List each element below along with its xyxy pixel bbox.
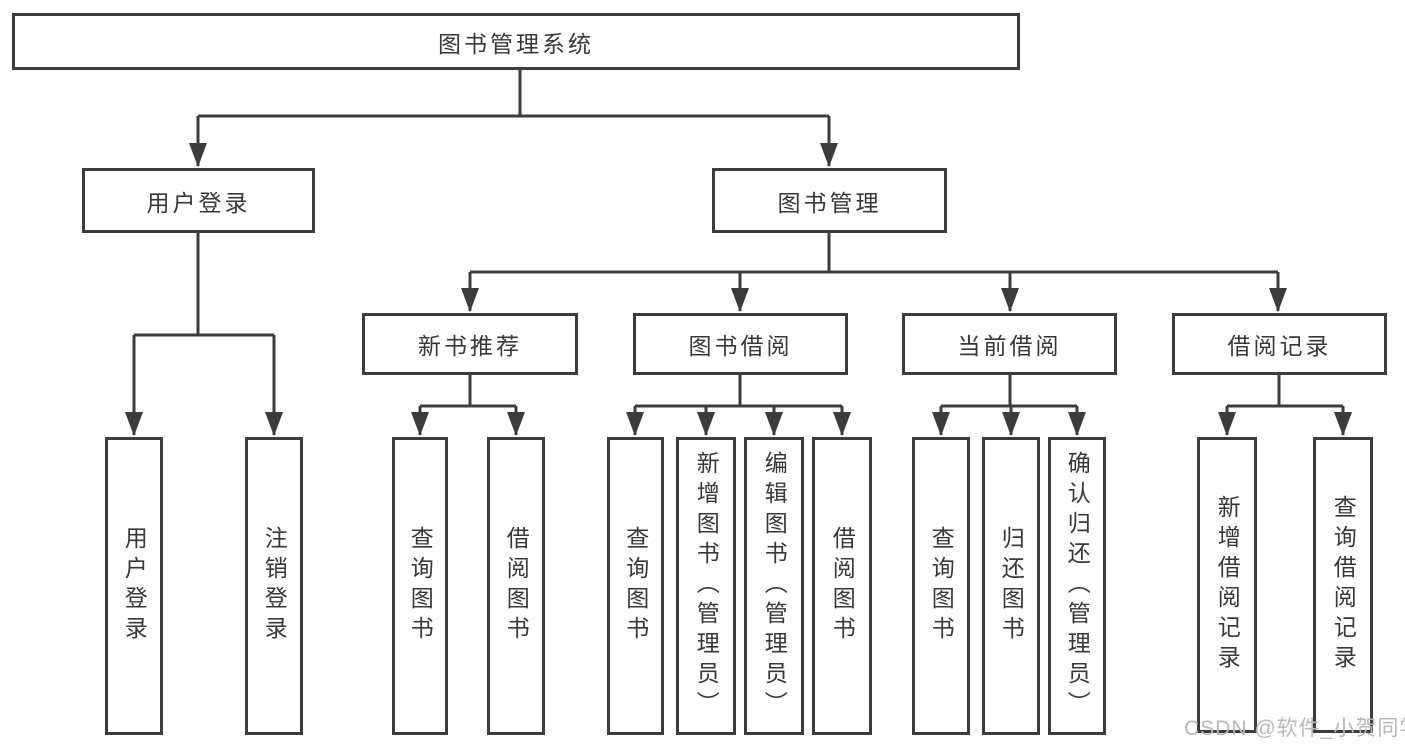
- node-current-borrow-label: 当前借阅: [957, 333, 1062, 359]
- leaf-confirm-return-admin-label: 确认归还（管理员）: [1064, 451, 1091, 721]
- leaf-query-books-current-label: 查询图书: [928, 526, 955, 646]
- node-book-borrow-label: 图书借阅: [688, 333, 793, 359]
- node-book-management-label: 图书管理: [777, 189, 882, 216]
- leaf-borrow-books-recommend: 借阅图书: [487, 437, 545, 735]
- node-book-management: 图书管理: [712, 168, 947, 233]
- node-root-label: 图书管理系统: [438, 30, 594, 57]
- leaf-query-books-recommend-label: 查询图书: [407, 526, 434, 646]
- leaf-borrow-books: 借阅图书: [812, 437, 872, 735]
- leaf-query-borrow-record-label: 查询借阅记录: [1330, 495, 1357, 675]
- leaf-logout: 注销登录: [245, 437, 303, 735]
- node-book-borrow: 图书借阅: [633, 313, 848, 375]
- node-new-book-recommend: 新书推荐: [362, 313, 578, 375]
- node-user-login-label: 用户登录: [146, 189, 251, 216]
- node-user-login: 用户登录: [82, 168, 315, 233]
- node-current-borrow: 当前借阅: [902, 313, 1117, 375]
- leaf-logout-label: 注销登录: [261, 526, 288, 646]
- leaf-return-books-label: 归还图书: [998, 526, 1025, 646]
- leaf-confirm-return-admin: 确认归还（管理员）: [1048, 437, 1106, 735]
- leaf-user-login: 用户登录: [105, 437, 163, 735]
- leaf-query-books-borrow-label: 查询图书: [622, 526, 649, 646]
- node-borrow-records-label: 借阅记录: [1227, 333, 1332, 359]
- csdn-watermark: CSDN @软件_小贺同学: [1184, 717, 1405, 740]
- leaf-query-books-recommend: 查询图书: [392, 437, 448, 735]
- leaf-user-login-label: 用户登录: [121, 526, 148, 646]
- node-borrow-records: 借阅记录: [1172, 313, 1387, 375]
- leaf-query-books-current: 查询图书: [912, 437, 970, 735]
- leaf-edit-book-admin: 编辑图书（管理员）: [744, 437, 804, 735]
- node-root-system: 图书管理系统: [12, 13, 1020, 70]
- leaf-add-borrow-record-label: 新增借阅记录: [1214, 495, 1241, 675]
- leaf-borrow-books-recommend-label: 借阅图书: [503, 526, 530, 646]
- leaf-add-borrow-record: 新增借阅记录: [1197, 437, 1257, 733]
- leaf-add-book-admin-label: 新增图书（管理员）: [693, 451, 720, 721]
- leaf-borrow-books-label: 借阅图书: [829, 526, 856, 646]
- leaf-edit-book-admin-label: 编辑图书（管理员）: [761, 451, 788, 721]
- leaf-query-books-borrow: 查询图书: [607, 437, 664, 735]
- leaf-add-book-admin: 新增图书（管理员）: [676, 437, 736, 735]
- node-new-book-recommend-label: 新书推荐: [418, 333, 522, 359]
- leaf-return-books: 归还图书: [982, 437, 1040, 735]
- leaf-query-borrow-record: 查询借阅记录: [1313, 437, 1373, 733]
